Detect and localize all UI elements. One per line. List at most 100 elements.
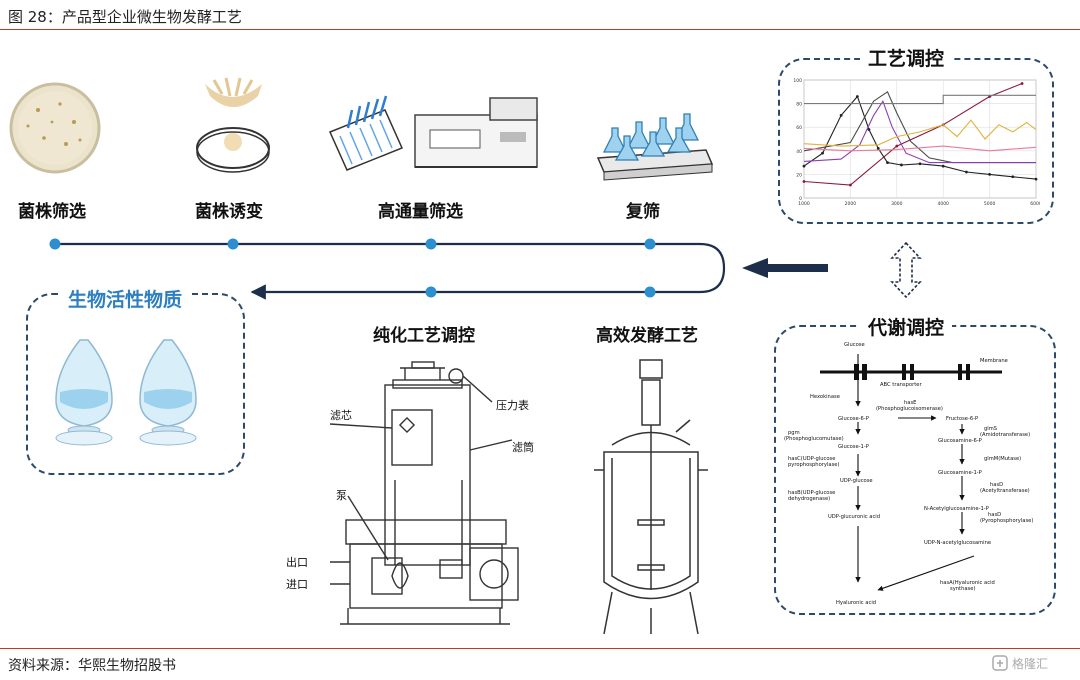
double-arrow-icon <box>890 241 922 299</box>
chart-point <box>988 173 991 176</box>
product-flasks <box>55 339 197 446</box>
watermark-text: 格隆汇 <box>1012 656 1048 671</box>
label-outlet: 出口 <box>286 556 308 569</box>
chart-plot-area <box>803 79 1037 199</box>
chart-y-tick-label: 100 <box>793 78 802 84</box>
mutagenesis-dish <box>196 77 270 173</box>
metabolic-pathway: Glucose Membrane ABC transporter Hexokin… <box>784 342 1033 606</box>
product-box-title: 生物活性物质 <box>60 285 191 312</box>
flow-dots <box>49 238 656 298</box>
path-hexokinase: Hexokinase <box>810 394 840 400</box>
path-g1p: Glucose-1-P <box>838 444 869 450</box>
chart-x-tick-label: 2000 <box>845 201 857 207</box>
path-hasd2-full: (Pyrophosphorylase) <box>980 518 1033 524</box>
label-filter-core: 滤芯 <box>330 409 352 422</box>
path-pgm: pgm <box>788 430 800 436</box>
chart-series-line-5 <box>803 145 1037 152</box>
petri-dish-colonies <box>9 82 101 174</box>
step-high-throughput: 高通量筛选 <box>378 202 463 222</box>
chart-point <box>1020 82 1024 85</box>
chart-point <box>839 114 843 117</box>
step-strain-mutagenesis: 菌株诱变 <box>195 202 263 222</box>
path-glms-full: (Amidotransferase) <box>980 432 1030 438</box>
path-hasb: hasB(UDP-glucose <box>788 490 835 496</box>
chart-x-tick-label: 3000 <box>891 201 903 207</box>
feedback-arrow <box>742 258 828 278</box>
path-glucose: Glucose <box>844 342 865 348</box>
step-strain-screening: 菌株筛选 <box>18 202 86 222</box>
path-glms: glmS <box>984 426 997 432</box>
chart-point <box>867 128 871 131</box>
chart-point <box>941 164 945 168</box>
header-divider <box>0 29 1080 30</box>
chart-x-tick-label: 4000 <box>937 201 949 207</box>
chart-x-tick-label: 5000 <box>984 201 996 207</box>
chart-series-line-1 <box>803 95 1037 180</box>
chart-point <box>876 147 880 150</box>
path-udpg: UDP-glucose <box>840 478 873 484</box>
path-hasd2: hasD <box>988 512 1001 518</box>
chart-series-line-4 <box>803 119 1037 147</box>
footer-divider <box>0 648 1080 649</box>
process-control-chart: 100806040200100020003000400050006000 <box>793 78 1040 207</box>
chart-y-tick-label: 0 <box>799 196 802 202</box>
path-ha: Hyaluronic acid <box>836 600 876 606</box>
pathway-arrows <box>855 354 975 591</box>
path-g6p: Glucose-6-P <box>838 416 869 422</box>
chart-point <box>886 161 889 164</box>
path-glmm: glmM(Mutase) <box>984 456 1021 462</box>
filter-schematic <box>329 361 519 625</box>
path-hasc-full: pyrophosphorylase) <box>788 462 840 468</box>
path-hase: hasE <box>904 400 916 406</box>
chart-series-line-6 <box>804 94 1036 105</box>
product-box <box>26 293 245 475</box>
shaker-flasks <box>596 113 714 181</box>
path-hasd1-full: (Acetyltransferase) <box>980 488 1030 494</box>
metabolic-control-title: 代谢调控 <box>860 313 953 340</box>
path-membrane: Membrane <box>980 358 1008 364</box>
path-udpnag: UDP-N-acetylglucosamine <box>924 540 991 546</box>
chart-series-line-0 <box>803 82 1023 186</box>
label-inlet: 进口 <box>286 578 308 591</box>
chart-x-tick-label: 1000 <box>798 201 810 207</box>
source-note: 资料来源：华熙生物招股书 <box>8 658 176 674</box>
path-gn6p: Glucosamine-6-P <box>938 438 982 444</box>
chart-point <box>895 144 899 148</box>
path-f6p: Fructose-6-P <box>946 416 978 422</box>
chart-y-tick-label: 80 <box>796 102 802 108</box>
path-hasc: hasC(UDP-glucose <box>788 456 835 462</box>
chart-point <box>1034 177 1038 181</box>
process-control-title: 工艺调控 <box>860 44 953 71</box>
path-hasb-full: dehydrogenase) <box>788 496 830 502</box>
chart-point <box>821 151 824 155</box>
label-filter-cylinder: 滤筒 <box>512 441 534 454</box>
high-throughput-equipment <box>328 95 538 171</box>
chart-point <box>855 95 859 98</box>
step-purification: 纯化工艺调控 <box>373 326 475 346</box>
chart-y-tick-label: 40 <box>796 149 802 155</box>
watermark-logo: 格隆汇 <box>992 654 1072 676</box>
chart-point <box>802 164 806 168</box>
path-hasa-full: synthase) <box>950 586 975 592</box>
figure-title: 图 28：产品型企业微生物发酵工艺 <box>8 8 242 26</box>
path-hasd1: hasD <box>990 482 1003 488</box>
step-rescreening: 复筛 <box>626 202 660 222</box>
membrane <box>820 364 1002 380</box>
label-pressure-gauge: 压力表 <box>496 399 529 412</box>
chart-y-tick-label: 20 <box>796 172 802 178</box>
path-hasa: hasA(Hyaluronic acid <box>940 580 995 586</box>
chart-point <box>1011 175 1015 179</box>
chart-point <box>849 183 852 187</box>
label-pump: 泵 <box>336 489 347 502</box>
path-nag1p: N-Acetylglucosamine-1-P <box>924 506 989 512</box>
path-hase-full: (Phosphoglucoisomerase) <box>876 406 943 412</box>
chart-point <box>802 180 806 183</box>
step-fermentation: 高效发酵工艺 <box>596 326 698 346</box>
fermenter-schematic <box>594 359 708 635</box>
process-flow-diagram <box>9 77 922 635</box>
chart-point <box>918 162 922 166</box>
path-udpga: UDP-glucuronic acid <box>828 514 880 520</box>
path-pgm-full: (Phosphoglucomutase) <box>784 436 844 442</box>
chart-series-line-3 <box>803 99 1036 164</box>
chart-y-tick-label: 60 <box>796 125 802 131</box>
